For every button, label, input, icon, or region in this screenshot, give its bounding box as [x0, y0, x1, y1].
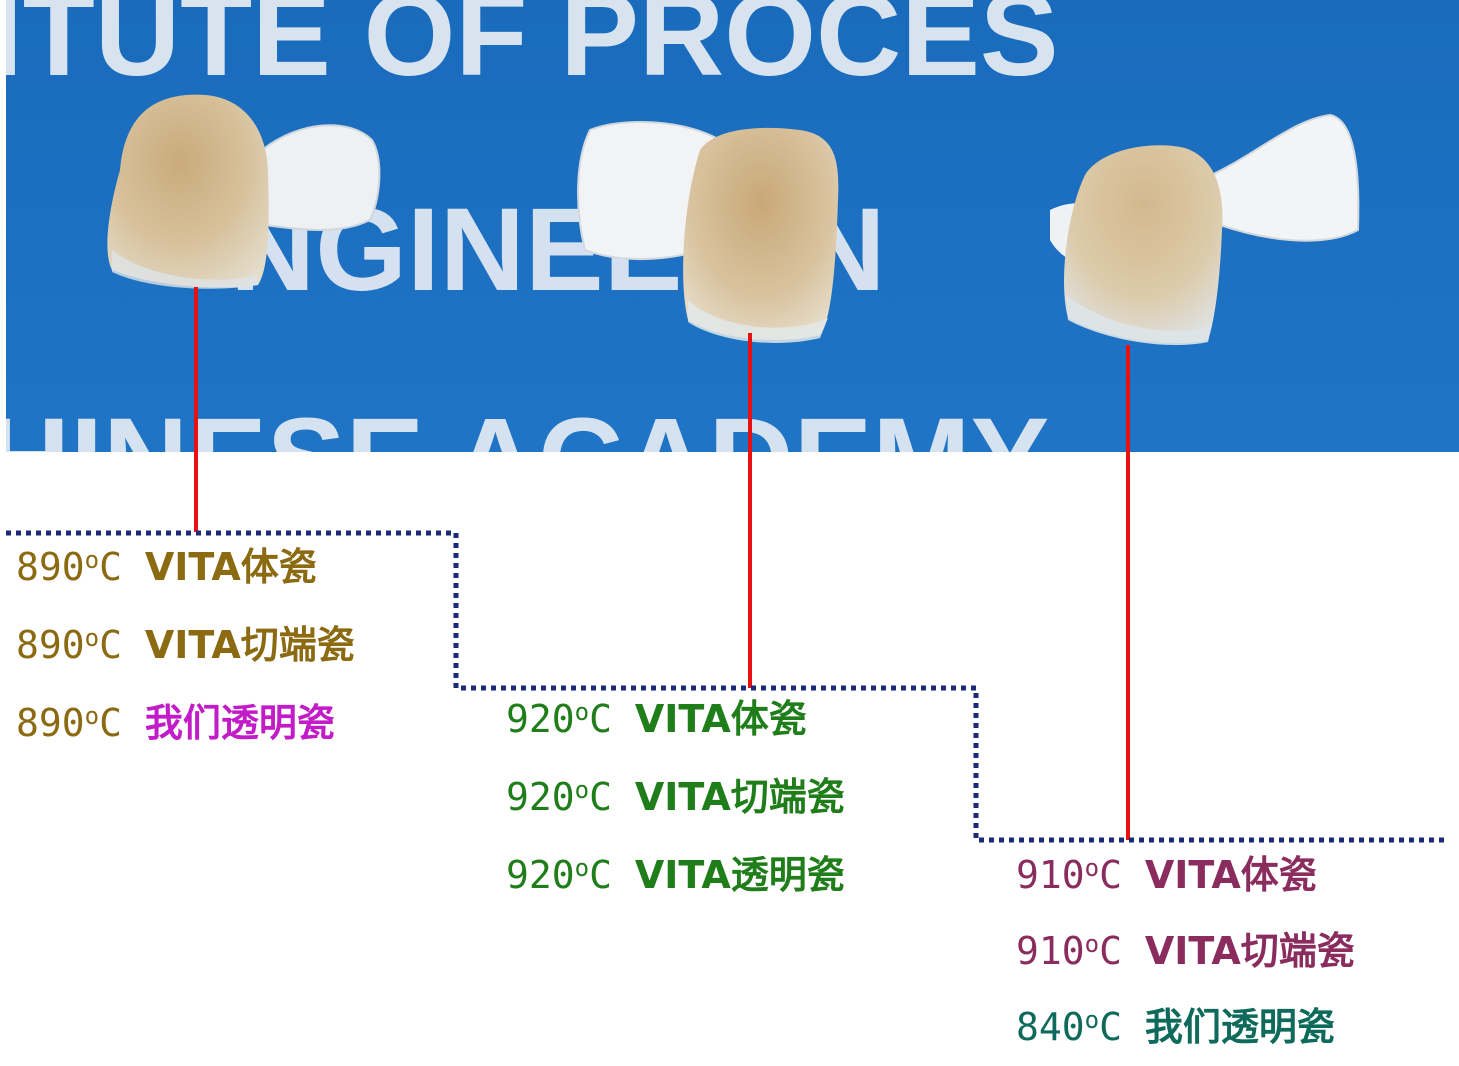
temperature-value: 890 — [16, 623, 85, 667]
pointer-lines — [194, 287, 1130, 840]
label-line: 920oC VITA体瓷 — [506, 697, 807, 743]
degree-mark: o — [84, 624, 100, 652]
tooth-specimen-1 — [107, 94, 381, 289]
temperature-unit: C — [99, 701, 122, 745]
temperature-unit: C — [99, 623, 122, 667]
tooth-specimen-3 — [1050, 113, 1360, 346]
label-line: 920oC VITA切端瓷 — [506, 775, 845, 821]
temperature-value: 920 — [506, 697, 575, 741]
temperature-value: 920 — [506, 853, 575, 897]
degree-mark: o — [84, 702, 100, 730]
material-name: VITA切端瓷 — [144, 623, 355, 667]
material-name: VITA透明瓷 — [634, 853, 845, 897]
background-text-line: ITUTE OF PROCES — [0, 0, 1059, 101]
label-line: 840oC 我们透明瓷 — [1016, 1005, 1335, 1051]
temperature-value: 920 — [506, 775, 575, 819]
degree-mark: o — [1084, 854, 1100, 882]
material-name: 我们透明瓷 — [1144, 1005, 1335, 1049]
temperature-unit: C — [589, 697, 612, 741]
label-line: 890oC 我们透明瓷 — [16, 701, 335, 747]
step-divider — [6, 530, 1446, 843]
material-name: 我们透明瓷 — [144, 701, 335, 745]
material-name: VITA体瓷 — [1144, 853, 1317, 897]
temperature-value: 890 — [16, 545, 85, 589]
label-line: 910oC VITA切端瓷 — [1016, 929, 1355, 975]
material-name: VITA体瓷 — [634, 697, 807, 741]
photo: ITUTE OF PROCES NGINEERIN HINESE ACADEMY — [0, 0, 1459, 532]
tooth-specimen-2 — [577, 120, 839, 343]
material-name: VITA切端瓷 — [1144, 929, 1355, 973]
material-name: VITA体瓷 — [144, 545, 317, 589]
temperature-unit: C — [99, 545, 122, 589]
degree-mark: o — [1084, 930, 1100, 958]
temperature-value: 890 — [16, 701, 85, 745]
temperature-unit: C — [589, 853, 612, 897]
label-line: 890oC VITA切端瓷 — [16, 623, 355, 669]
temperature-unit: C — [1099, 1005, 1122, 1049]
temperature-value: 910 — [1016, 929, 1085, 973]
degree-mark: o — [574, 698, 590, 726]
label-line: 920oC VITA透明瓷 — [506, 853, 845, 899]
material-name: VITA切端瓷 — [634, 775, 845, 819]
label-line: 910oC VITA体瓷 — [1016, 853, 1317, 899]
degree-mark: o — [84, 546, 100, 574]
temperature-unit: C — [1099, 929, 1122, 973]
degree-mark: o — [574, 854, 590, 882]
temperature-value: 910 — [1016, 853, 1085, 897]
temperature-unit: C — [589, 775, 612, 819]
degree-mark: o — [574, 776, 590, 804]
temperature-value: 840 — [1016, 1005, 1085, 1049]
degree-mark: o — [1084, 1006, 1100, 1034]
label-line: 890oC VITA体瓷 — [16, 545, 317, 591]
temperature-unit: C — [1099, 853, 1122, 897]
